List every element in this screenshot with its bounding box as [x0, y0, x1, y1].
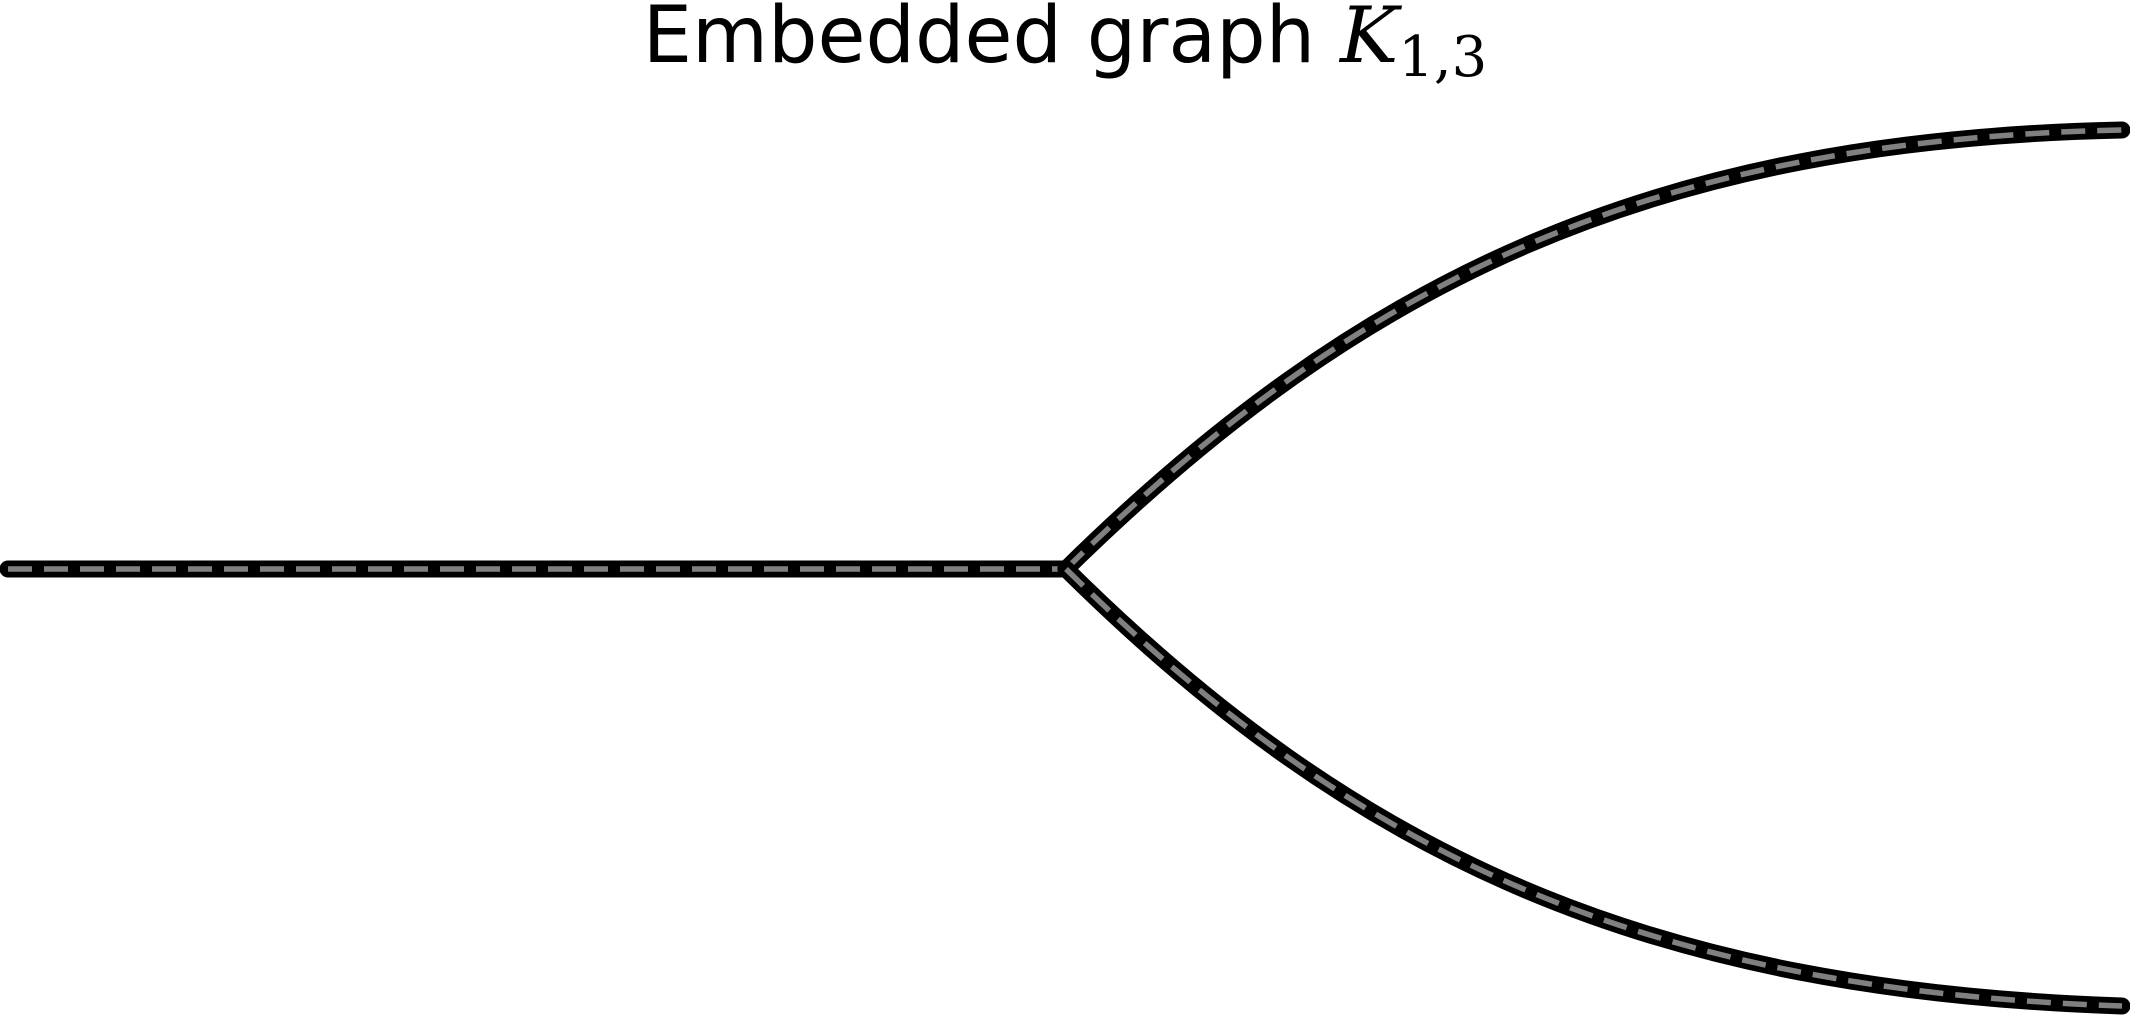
figure-title: Embedded graph K1,3: [643, 0, 1488, 90]
title-math-symbol: K: [1338, 0, 1403, 81]
edge-upper-right: [1057, 121, 2130, 578]
edge-lower-right: [1057, 560, 2130, 1015]
graph-edges: [0, 121, 2130, 1015]
title-label: Embedded graph: [643, 0, 1315, 81]
title-math-subscript: 1,3: [1398, 25, 1487, 90]
